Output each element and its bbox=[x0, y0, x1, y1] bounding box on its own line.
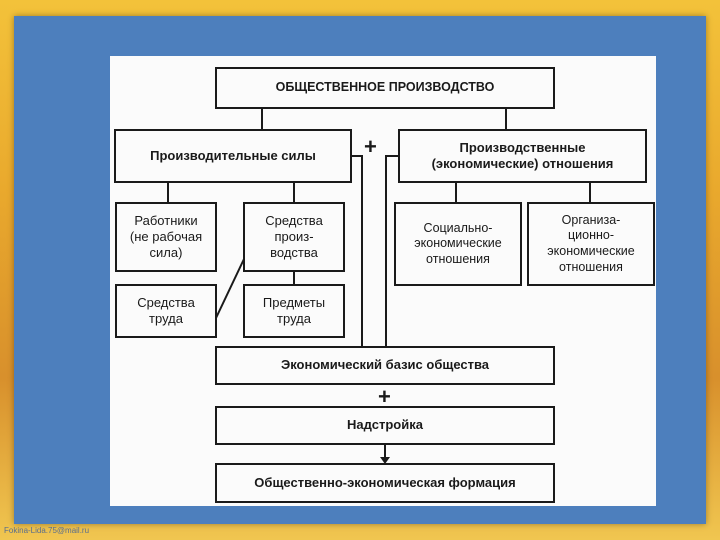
plus-sign-middle: + bbox=[378, 384, 391, 409]
relations-to-basis-line bbox=[385, 155, 399, 347]
economic-basis-label: Экономический базис общества bbox=[280, 357, 490, 373]
diagram-connectors bbox=[114, 67, 655, 503]
workers-label: Работники (не рабочая сила) bbox=[129, 212, 203, 261]
means-of-labor-box bbox=[115, 284, 217, 338]
organizational-label: Организа- ционно- экономические отношени… bbox=[547, 212, 635, 274]
formation-label: Общественно-экономическая формация bbox=[254, 474, 516, 490]
means-to-labor-line bbox=[215, 258, 245, 319]
plus-sign-top: + bbox=[364, 134, 377, 159]
productive-forces-label: Производительные силы bbox=[150, 147, 316, 163]
socio-economic-box bbox=[394, 202, 522, 286]
workers-box bbox=[115, 202, 217, 272]
forces-to-basis-line bbox=[351, 155, 363, 347]
diagram-paper: ОБЩЕСТВЕННОЕ ПРОИЗВОДСТВО Производительн… bbox=[110, 56, 656, 506]
means-of-production-label: Средства произ- водства bbox=[265, 212, 323, 261]
socio-economic-label: Социально- экономические отношения bbox=[414, 220, 502, 266]
slide-panel: ОБЩЕСТВЕННОЕ ПРОИЗВОДСТВО Производительн… bbox=[14, 16, 706, 524]
title-box bbox=[215, 67, 555, 109]
means-of-labor-label: Средства труда bbox=[137, 294, 195, 326]
production-relations-label: Производственные (экономические) отношен… bbox=[431, 139, 614, 171]
superstructure-label: Надстройка bbox=[347, 417, 423, 433]
footer-email: Fokina-Lida.75@mail.ru bbox=[4, 526, 90, 535]
arrow-head bbox=[380, 457, 390, 464]
title-label: ОБЩЕСТВЕННОЕ ПРОИЗВОДСТВО bbox=[275, 80, 495, 95]
objects-of-labor-label: Предметы труда bbox=[262, 294, 326, 326]
